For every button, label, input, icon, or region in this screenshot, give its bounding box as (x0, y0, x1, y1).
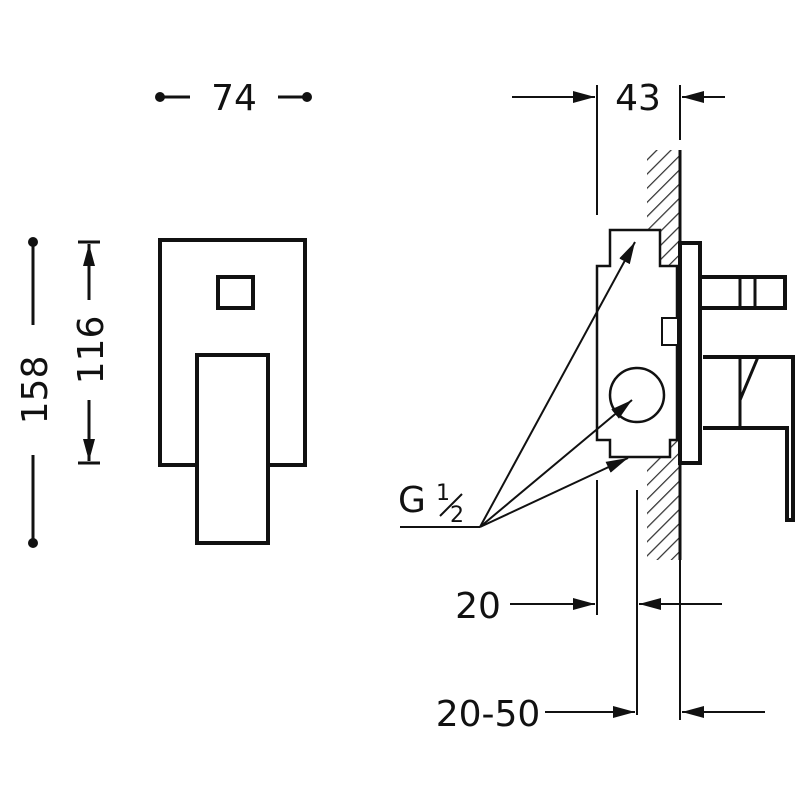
dim-min-depth-label: 20 (455, 586, 501, 627)
side-lever (703, 355, 795, 522)
diverter-button (216, 275, 255, 310)
body-tab (661, 317, 679, 346)
dim-min-depth: 20 (455, 480, 722, 715)
dim-projection: 43 (512, 78, 725, 215)
lever-handle (195, 353, 270, 545)
dim-plate-height-label: 116 (71, 316, 112, 385)
dim-depth-range-label: 20-50 (436, 694, 541, 735)
diverter-stem (698, 275, 787, 310)
dim-total-height: 158 (15, 237, 56, 548)
inlet-port (608, 366, 666, 424)
dim-total-height-label: 158 (15, 356, 56, 425)
dim-projection-label: 43 (615, 78, 661, 119)
dim-width-label: 74 (211, 78, 257, 119)
side-view (595, 150, 795, 560)
dim-plate-height: 116 (71, 240, 112, 465)
thread-fraction-denominator: 2 (450, 503, 464, 528)
thread-label: G (398, 480, 426, 521)
front-view (158, 238, 307, 545)
thread-callout: G 1 2 (398, 241, 636, 528)
side-plate (678, 241, 702, 465)
dim-width: 74 (155, 78, 312, 119)
thread-fraction-numerator: 1 (436, 481, 450, 506)
dim-depth-range: 20-50 (436, 560, 765, 735)
